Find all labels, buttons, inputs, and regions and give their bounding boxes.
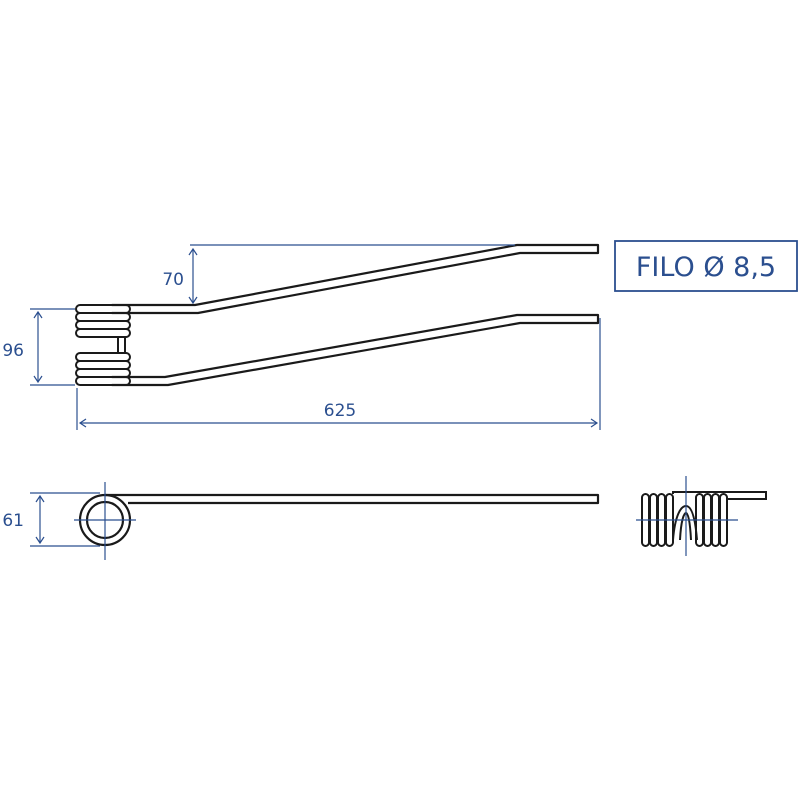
dimension-coil-diameter-label: 61 (2, 511, 24, 531)
dimension-coil-spacing-label: 96 (2, 341, 24, 361)
lower-coil (75, 352, 131, 386)
dimension-coil-spacing (30, 308, 75, 386)
dimension-offset-label: 70 (162, 270, 184, 290)
side-view (78, 493, 600, 547)
wire-diameter-label: FILO Ø 8,5 (636, 252, 776, 283)
upper-tine (110, 243, 600, 315)
wire-diameter-badge (614, 240, 798, 292)
coil-connector (117, 336, 126, 354)
dimension-length (76, 318, 601, 430)
end-view (641, 491, 767, 547)
upper-coil (75, 304, 131, 338)
lower-tine (110, 313, 600, 387)
dimension-coil-diameter (30, 482, 136, 560)
side-tine (105, 493, 600, 505)
dimension-length-label: 625 (324, 401, 356, 421)
top-view (75, 243, 600, 387)
end-view-centerlines (636, 476, 738, 556)
dimension-offset (188, 244, 515, 305)
